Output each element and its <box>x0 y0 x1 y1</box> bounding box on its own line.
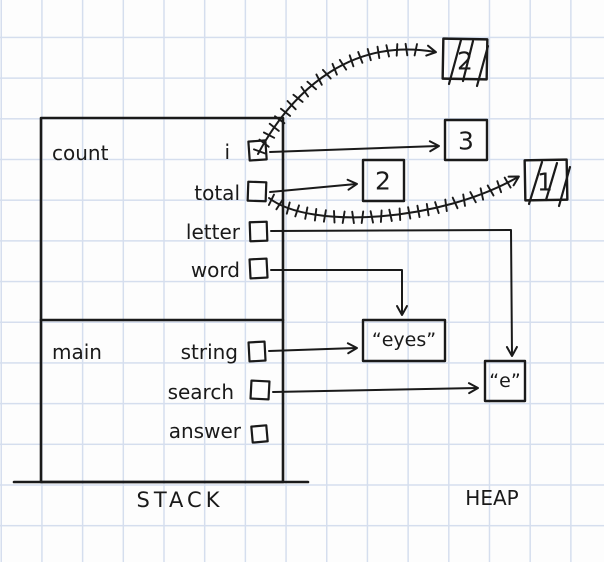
heap-cell-old-2: 2 <box>441 37 490 88</box>
heap-cell-box <box>483 359 527 403</box>
stack-outline <box>39 116 285 484</box>
pointer-letter-to-e <box>270 229 518 357</box>
var-slot-string <box>247 340 267 363</box>
var-label-word: word <box>191 258 240 282</box>
heap-cell-2: 2 <box>361 158 406 203</box>
pointer-search-to-e <box>272 382 479 395</box>
strike-mark <box>557 165 572 208</box>
heap-cell-old-1: 1 <box>523 158 572 208</box>
var-slot-search <box>249 379 271 401</box>
heap-section-label: HEAP <box>465 486 518 510</box>
pointer-i-to-3 <box>269 140 440 153</box>
heap-cell-3: 3 <box>443 118 489 162</box>
heap-cell-box <box>443 118 489 162</box>
frame-label-count: count <box>52 141 109 165</box>
var-slot-answer <box>250 424 269 444</box>
strike-mark <box>461 39 475 83</box>
heap-cell-value: “eyes” <box>372 329 436 351</box>
strike-mark <box>475 44 490 88</box>
pointer-total-to-2 <box>269 178 358 193</box>
var-slot-total <box>246 180 268 203</box>
stack-section-label: STACK <box>137 488 224 512</box>
var-label-total: total <box>194 181 240 205</box>
heap-cell-value: “e” <box>489 370 520 392</box>
var-label-search: search <box>168 380 234 404</box>
strike-mark <box>447 38 463 86</box>
var-label-string: string <box>181 340 238 364</box>
frame-label-main: main <box>52 340 102 364</box>
pointer-string-to-eyes <box>268 342 358 355</box>
heap-cell-eyes: “eyes” <box>361 318 447 363</box>
pointer-total-to-old-1-crossed <box>268 175 520 219</box>
heap-cell-e: “e” <box>483 359 527 403</box>
pointer-i-to-old-2-crossed <box>257 44 437 155</box>
var-label-letter: letter <box>186 220 241 244</box>
var-slot-i <box>247 139 268 162</box>
var-slot-word <box>248 257 269 280</box>
heap-cell-box <box>361 318 447 363</box>
pointer-word-to-eyes <box>270 269 408 316</box>
heap-cell-value: 3 <box>458 127 474 156</box>
heap-cell-value: 2 <box>375 167 391 196</box>
strike-mark <box>544 161 559 202</box>
var-label-answer: answer <box>169 419 242 443</box>
heap-cell-box <box>441 37 489 81</box>
strike-mark <box>527 160 544 206</box>
heap-cell-box <box>361 158 406 203</box>
var-slot-letter <box>248 220 269 243</box>
var-label-i: i <box>224 140 230 164</box>
